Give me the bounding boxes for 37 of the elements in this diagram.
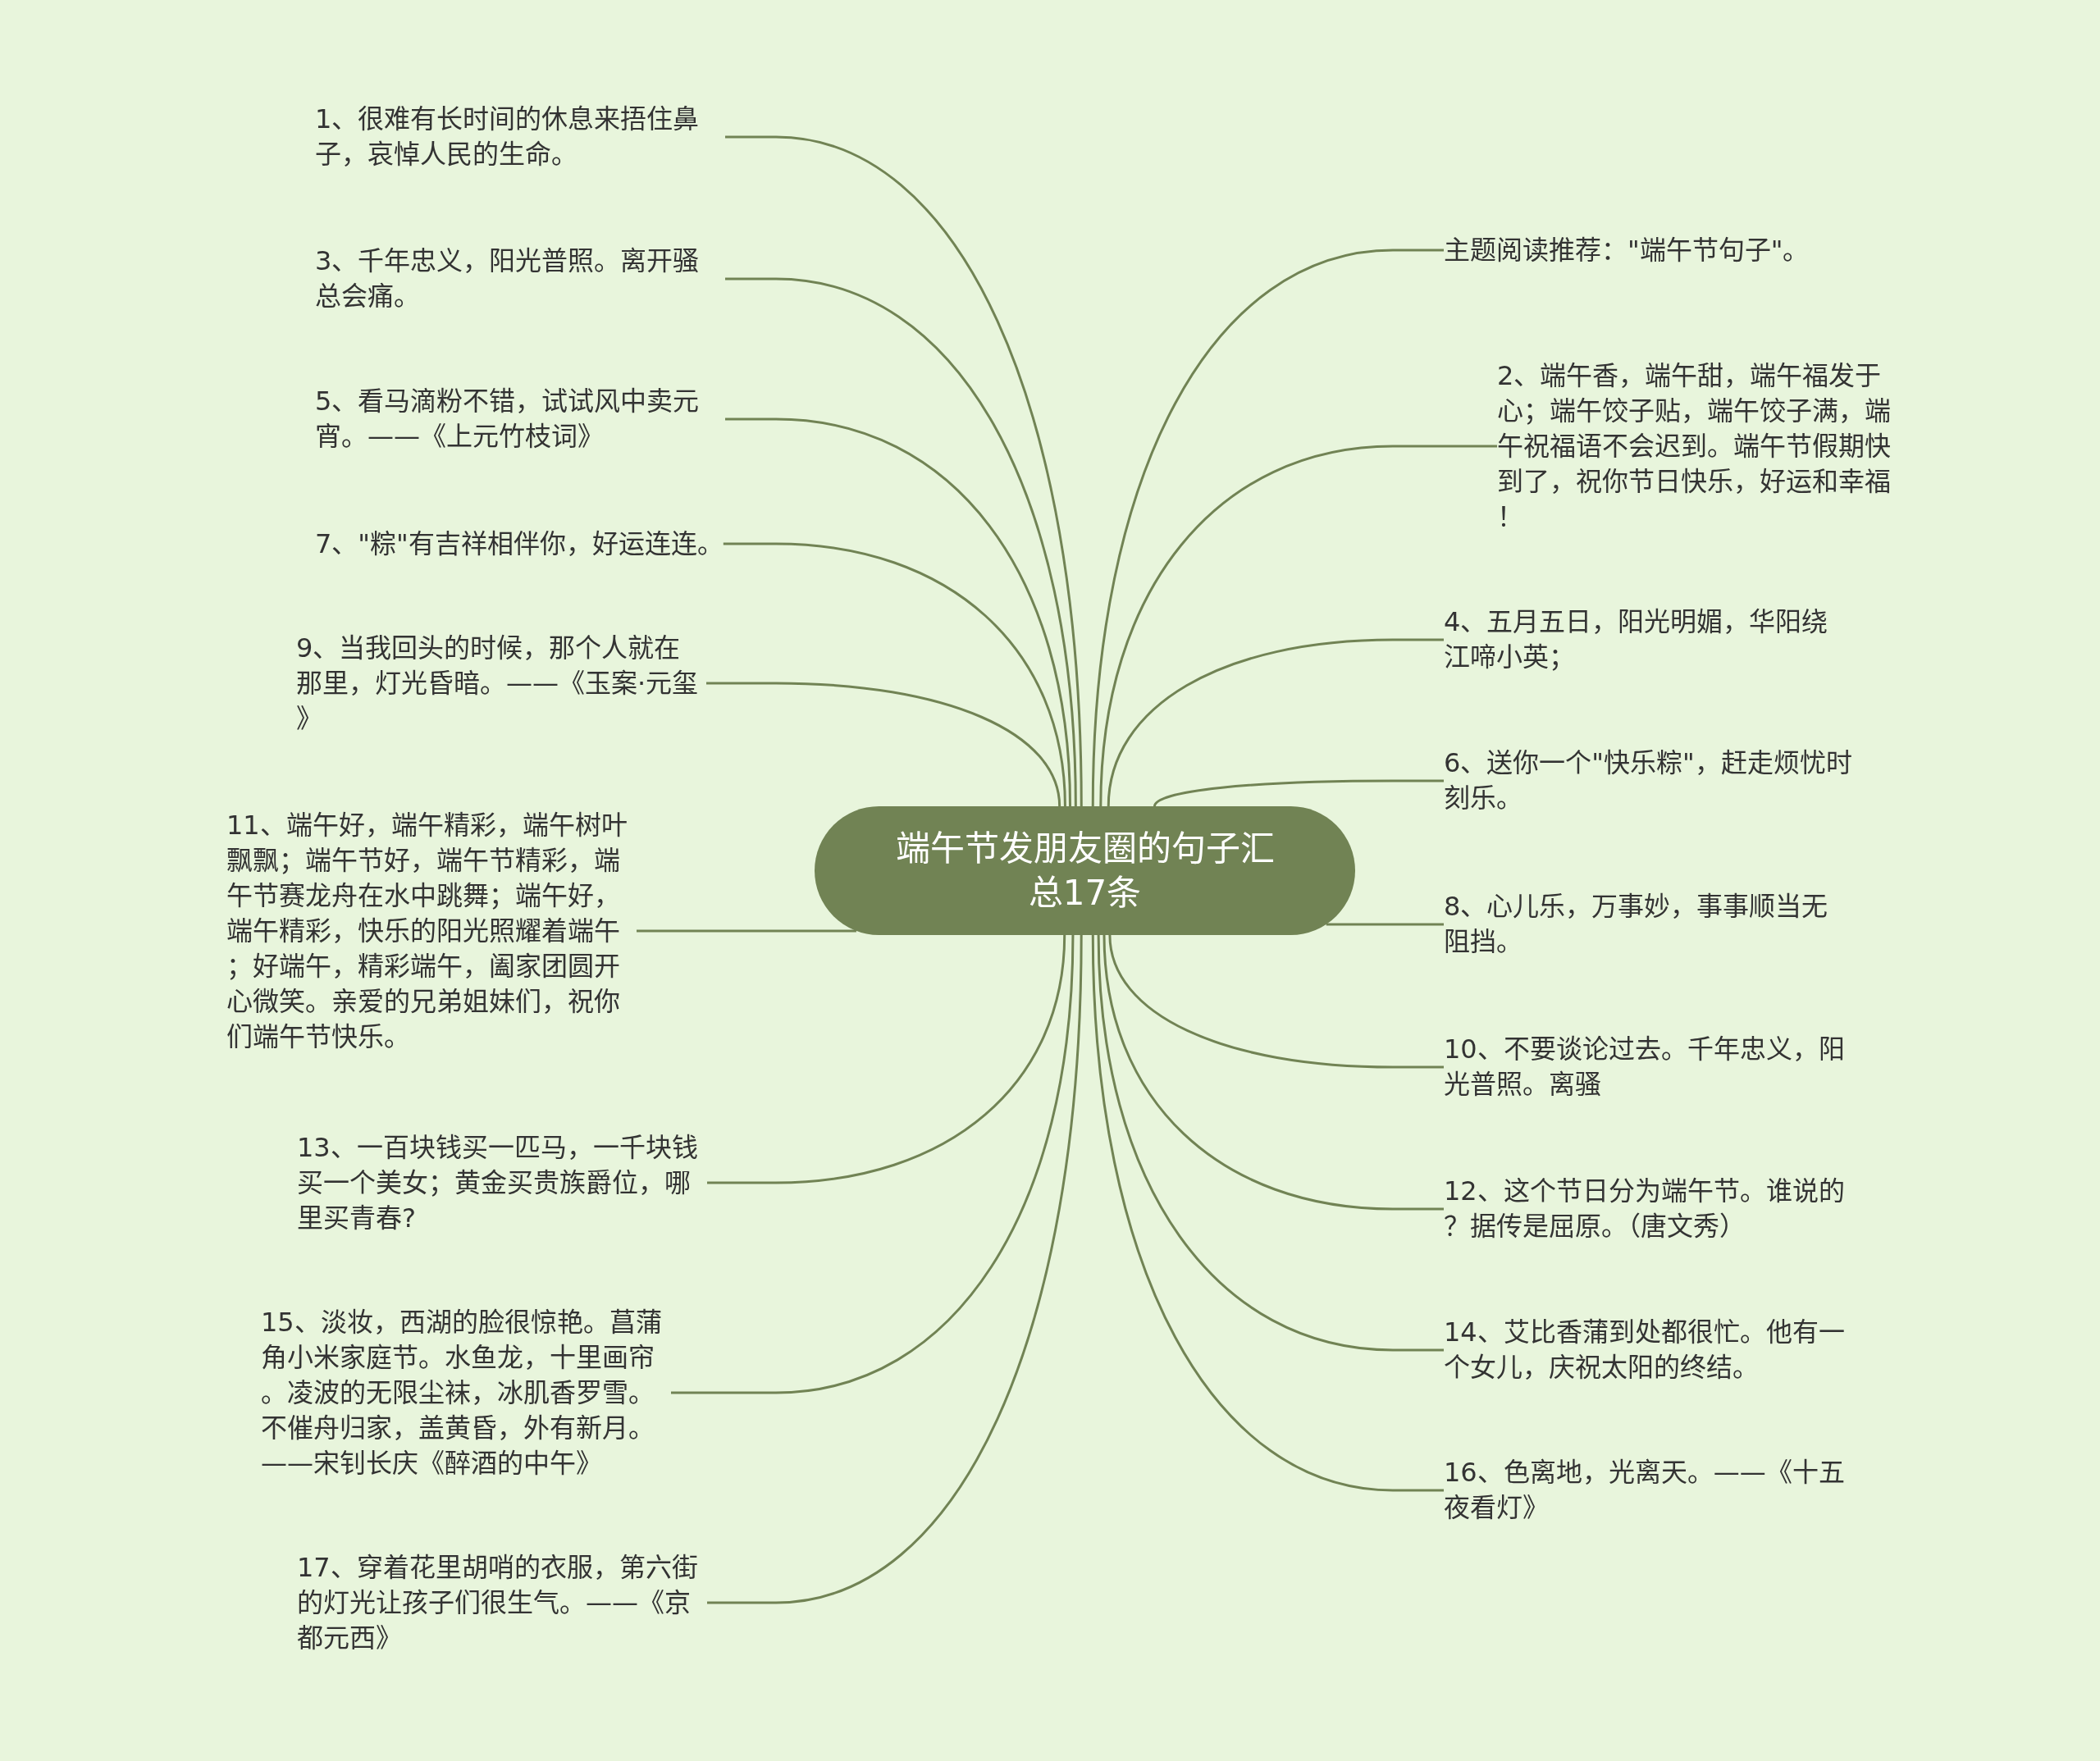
branch-text: 7、"粽"有吉祥相伴你，好运连连。 [315, 526, 724, 562]
branch-text: 16、色离地，光离天。——《十五夜看灯》 [1444, 1455, 1854, 1526]
branch-text: 13、一百块钱买一匹马，一千块钱买一个美女；黄金买贵族爵位，哪里买青春? [297, 1129, 707, 1236]
branch-text: 4、五月五日，阳光明媚，华阳绕江啼小英； [1444, 604, 1854, 675]
connector-line [725, 135, 1083, 807]
connector-line [723, 542, 1066, 807]
branch-text: 9、当我回头的时候，那个人就在那里，灯光昏暗。——《玉案·元玺》 [296, 630, 706, 737]
connector-line [706, 682, 1061, 807]
branch-text: 11、端午好，端午精彩，端午树叶飘飘；端午节好，端午节精彩，端午节赛龙舟在水中跳舞；端午好，端午精彩，快乐的阳光照耀着端午；好端午，精彩端午，阖家团圆开心微笑。亲爱的兄弟姐妹们，祝你们端午节快乐。 [226, 807, 637, 1055]
connector-line [1108, 934, 1444, 1069]
branch-text: 12、这个节日分为端午节。谁说的？据传是屈原。（唐文秀） [1444, 1174, 1854, 1244]
branch-text: 8、心儿乐，万事妙，事事顺当无阻挡。 [1444, 889, 1854, 960]
connector-line [1091, 249, 1444, 807]
branch-text: 1、很难有长时间的休息来捂住鼻子，哀悼人民的生命。 [315, 102, 725, 172]
branch-text: 10、不要谈论过去。千年忠义，阳光普照。离骚 [1444, 1032, 1854, 1102]
connector-line [1097, 934, 1444, 1352]
branch-text: 主题阅读推荐："端午节句子"。 [1444, 232, 1810, 268]
connector-line [707, 934, 1066, 1184]
central-topic: 端午节发朋友圈的句子汇总17条 [815, 806, 1355, 935]
connector-line [1102, 934, 1444, 1211]
connector-line [725, 417, 1071, 807]
connector-line [637, 929, 856, 933]
connector-line [1326, 923, 1444, 926]
connector-line [1091, 934, 1444, 1492]
connector-line [1099, 445, 1497, 807]
branch-text: 5、看马滴粉不错，试试风中卖元宵。——《上元竹枝词》 [315, 384, 725, 454]
branch-text: 17、穿着花里胡哨的衣服，第六街的灯光让孩子们很生气。——《京都元西》 [297, 1549, 707, 1656]
branch-text: 14、艾比香蒲到处都很忙。他有一个女儿，庆祝太阳的终结。 [1444, 1315, 1854, 1385]
connector-line [671, 934, 1075, 1394]
branch-text: 6、送你一个"快乐粽"，赶走烦忧时刻乐。 [1444, 746, 1854, 816]
branch-text: 3、千年忠义，阳光普照。离开骚总会痛。 [315, 244, 725, 314]
branch-text: 2、端午香，端午甜，端午福发于心；端午饺子贴，端午饺子满，端午祝福语不会迟到。端午节假期快到了，祝你节日快乐，好运和幸福！ [1497, 358, 1907, 535]
connector-line [1153, 779, 1444, 807]
branch-text: 15、淡妆，西湖的脸很惊艳。菖蒲角小米家庭节。水鱼龙，十里画帘。凌波的无限尘袜，冰肌香罗雪。不催舟归家，盖黄昏，外有新月。——宋钊长庆《醉酒的中午》 [261, 1304, 671, 1481]
connector-line [1107, 638, 1444, 807]
connector-line [707, 934, 1083, 1604]
connector-line [725, 277, 1077, 807]
